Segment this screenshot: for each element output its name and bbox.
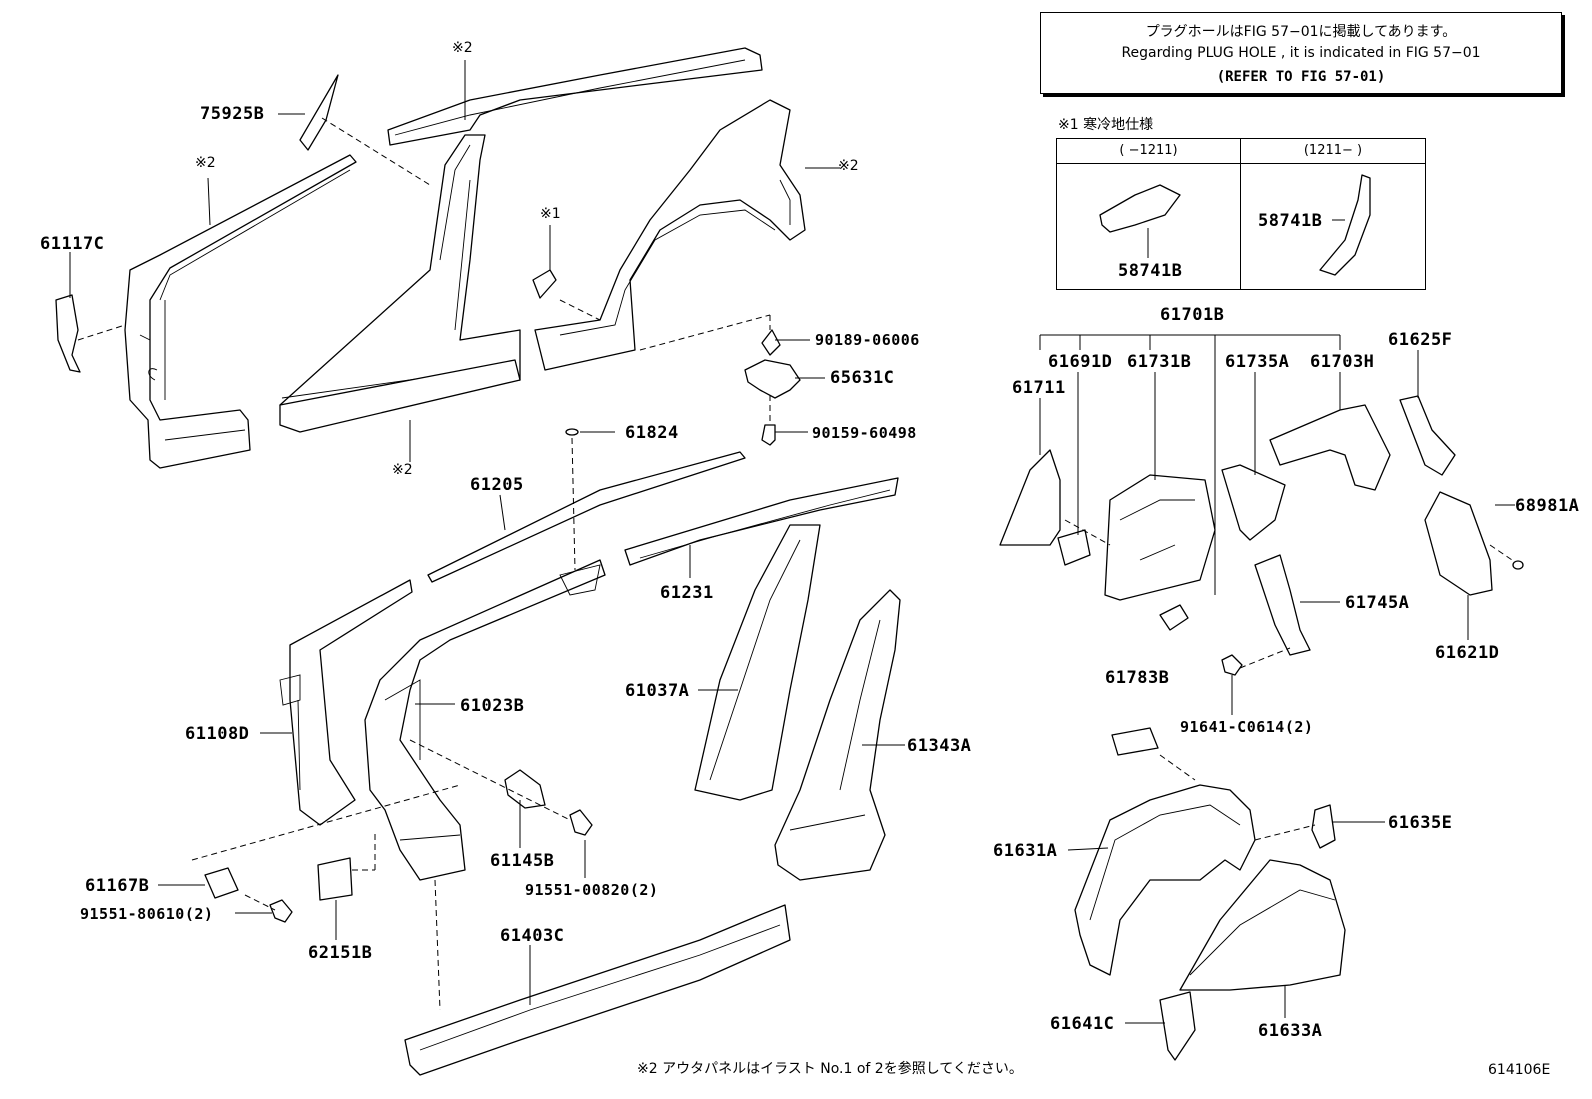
label-61625F[interactable]: 61625F <box>1388 330 1453 350</box>
label-91551-80610[interactable]: 91551-80610(2) <box>80 905 214 923</box>
label-61231[interactable]: 61231 <box>660 583 714 603</box>
label-61711[interactable]: 61711 <box>1012 378 1066 398</box>
label-58741B-right[interactable]: 58741B <box>1258 211 1323 231</box>
label-61037A[interactable]: 61037A <box>625 681 690 701</box>
part-61117C-shape <box>55 294 81 373</box>
inner-rear-parts <box>999 395 1524 1061</box>
label-61145B[interactable]: 61145B <box>490 851 555 871</box>
assembly-lines <box>77 117 1516 1011</box>
label-61745A[interactable]: 61745A <box>1345 593 1410 613</box>
label-61783B[interactable]: 61783B <box>1105 668 1170 688</box>
label-61701B[interactable]: 61701B <box>1160 305 1225 325</box>
label-91551-00820[interactable]: 91551-00820(2) <box>525 881 659 899</box>
leader-lines <box>69 60 1515 1024</box>
note-line-jp: プラグホールはFIG 57−01に掲載してあります。 <box>1145 24 1457 40</box>
label-61735A[interactable]: 61735A <box>1225 352 1290 372</box>
cold-spec-shapes <box>1099 174 1371 276</box>
label-90159-60498[interactable]: 90159-60498 <box>812 424 917 442</box>
note-line-en: Regarding PLUG HOLE , it is indicated in… <box>1121 45 1481 61</box>
cold-spec-col-left: ( −1211) <box>1057 139 1240 164</box>
label-61108D[interactable]: 61108D <box>185 724 250 744</box>
cold-spec-divider <box>1240 139 1241 289</box>
label-61167B[interactable]: 61167B <box>85 876 150 896</box>
label-61633A[interactable]: 61633A <box>1258 1021 1323 1041</box>
outer-side-panel <box>124 47 806 469</box>
label-91641-C0614[interactable]: 91641-C0614(2) <box>1180 718 1314 736</box>
ref1-marker: ※1 <box>540 206 561 222</box>
inner-structure <box>279 451 901 881</box>
label-61691D[interactable]: 61691D <box>1048 352 1113 372</box>
cold-spec-col-right: (1211− ) <box>1241 139 1425 164</box>
label-75925B[interactable]: 75925B <box>200 104 265 124</box>
ref2-marker: ※2 <box>452 40 473 56</box>
label-61703H[interactable]: 61703H <box>1310 352 1375 372</box>
hardware-middle <box>204 769 791 1076</box>
ref2-marker: ※2 <box>195 155 216 171</box>
label-90189-06006[interactable]: 90189-06006 <box>815 331 920 349</box>
label-62151B[interactable]: 62151B <box>308 943 373 963</box>
figure-id: 614106E <box>1488 1062 1551 1078</box>
hardware-top <box>565 329 801 446</box>
label-61117C[interactable]: 61117C <box>40 234 105 254</box>
cold-spec-title: ※1 寒冷地仕様 <box>1058 117 1154 133</box>
label-61824[interactable]: 61824 <box>625 423 679 443</box>
label-61205[interactable]: 61205 <box>470 475 524 495</box>
note-line-refer: (REFER TO FIG 57-01) <box>1216 69 1386 85</box>
footnote: ※2 アウタパネルはイラスト No.1 of 2を参照してください。 <box>637 1061 1023 1077</box>
cold-spec-table: ( −1211) (1211− ) <box>1056 138 1426 290</box>
label-61635E[interactable]: 61635E <box>1388 813 1453 833</box>
label-65631C[interactable]: 65631C <box>830 368 895 388</box>
label-58741B-left[interactable]: 58741B <box>1118 261 1183 281</box>
label-61731B[interactable]: 61731B <box>1127 352 1192 372</box>
ref2-marker: ※2 <box>838 158 859 174</box>
label-61403C[interactable]: 61403C <box>500 926 565 946</box>
label-61631A[interactable]: 61631A <box>993 841 1058 861</box>
ref2-marker: ※2 <box>392 462 413 478</box>
label-61343A[interactable]: 61343A <box>907 736 972 756</box>
label-61023B[interactable]: 61023B <box>460 696 525 716</box>
label-61641C[interactable]: 61641C <box>1050 1014 1115 1034</box>
plug-hole-note: プラグホールはFIG 57−01に掲載してあります。 Regarding PLU… <box>1040 12 1562 94</box>
label-61621D[interactable]: 61621D <box>1435 643 1500 663</box>
label-68981A[interactable]: 68981A <box>1515 496 1580 516</box>
